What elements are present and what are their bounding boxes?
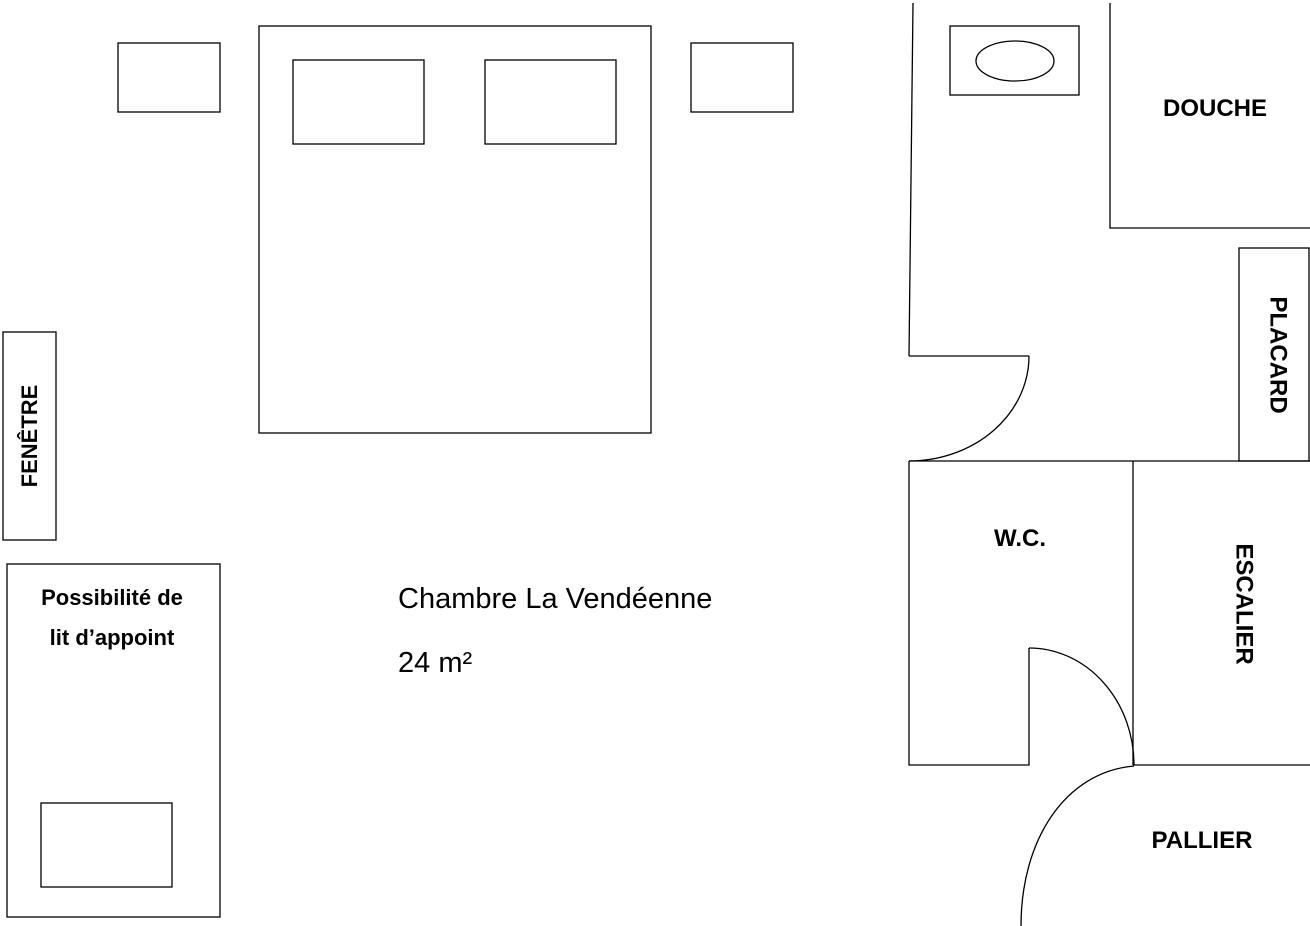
shower-label: DOUCHE: [1163, 95, 1267, 122]
sink-counter: [949, 25, 1080, 96]
wc-walls: [908, 461, 1030, 766]
shower-walls: [1109, 3, 1310, 229]
extra-bed-label-line2: lit d’appoint: [50, 625, 175, 650]
sink-basin: [975, 40, 1055, 82]
bedside-table-left: [117, 42, 221, 113]
wc-label: W.C.: [994, 525, 1046, 552]
bathroom-wall-left: [908, 2, 914, 357]
closet-label: PLACARD: [1265, 296, 1292, 413]
room-name: Chambre La Vendéenne: [398, 583, 712, 615]
room-area: 24 m²: [398, 647, 472, 679]
landing-door-swing: [1020, 765, 1135, 926]
window: [2, 331, 57, 541]
closet: [1238, 247, 1310, 462]
extra-bed-label-line1: Possibilité de: [41, 585, 183, 610]
pillow-left: [292, 59, 425, 145]
extra-bed-pillow: [40, 802, 173, 888]
stairs-label: ESCALIER: [1231, 543, 1258, 664]
bathroom-door-swing: [908, 355, 1030, 462]
extra-bed: [6, 563, 221, 918]
double-bed: [258, 25, 652, 434]
pillow-right: [484, 59, 617, 145]
window-label: FENÊTRE: [17, 385, 42, 488]
bedside-table-right: [690, 42, 794, 113]
wc-door-swing: [1028, 647, 1135, 766]
landing-label: PALLIER: [1152, 827, 1253, 854]
